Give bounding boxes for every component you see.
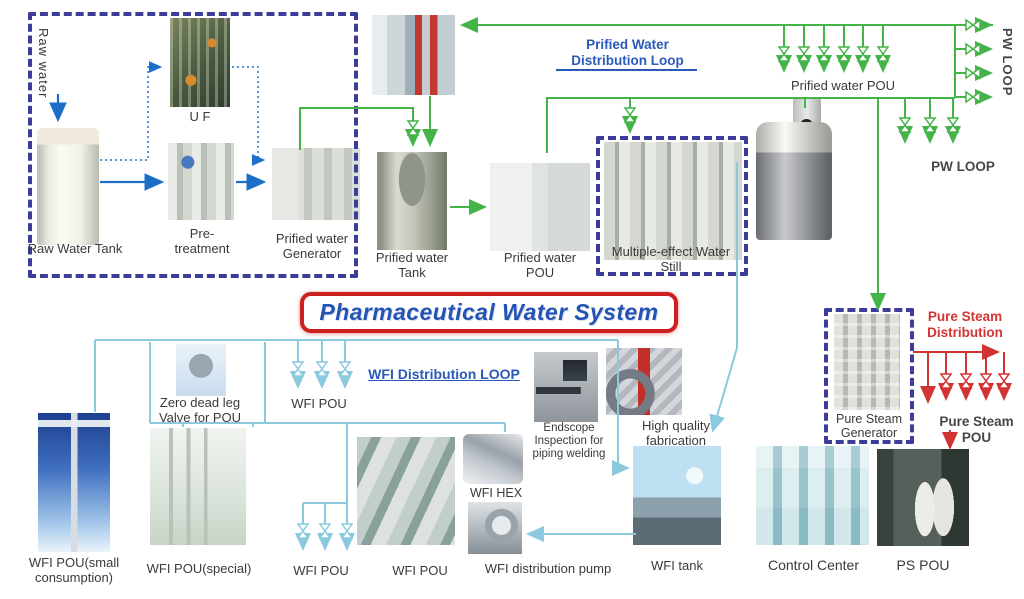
wfi-pou-mid-label: WFI POU: [293, 563, 349, 578]
distribution-piping-worker-photo: [372, 15, 455, 95]
ps-pou-room-label: PS POU: [896, 557, 950, 573]
zero-dead-leg-label: Zero dead leg Valve for POU: [158, 395, 242, 425]
pure-steam-pou-label: Pure Steam POU: [939, 414, 1014, 445]
control-center-photo: [756, 446, 869, 545]
pure-steam-valves: [940, 373, 1010, 389]
pre-treatment-photo: [168, 143, 234, 220]
wfi-pou-small-photo: [38, 413, 110, 552]
wfi-tank-label: WFI tank: [650, 558, 703, 573]
pure-steam-distribution-label: Pure Steam Distribution: [927, 309, 1003, 340]
welded-pipe-elbow-photo: [606, 348, 682, 415]
storage-tank-photo: [756, 122, 832, 240]
pw-pou-row-label: Prified water POU: [790, 78, 896, 93]
uf-photo: [170, 18, 230, 107]
diagram-title-box: Pharmaceutical Water System: [300, 292, 678, 333]
high-quality-label: High quality fabrication: [642, 418, 710, 448]
endoscope-label: Endscope Inspection for piping welding: [532, 422, 606, 461]
pw-pou-unit-label: Prified water POU: [503, 250, 577, 280]
pw-distribution-loop-caption: Prified Water Distribution Loop: [571, 37, 684, 68]
purified-water-generator-photo: [272, 148, 360, 220]
wfi-pump-label: WFI distribution pump: [484, 561, 612, 576]
pw-tank-label: Prified water Tank: [375, 250, 449, 280]
wfi-pou-special-label: WFI POU(special): [146, 561, 252, 576]
wfi-distribution-loop-caption: WFI Distribution LOOP: [368, 366, 520, 382]
purified-water-pou-photo: [490, 163, 590, 251]
pure-steam-generator-box: [824, 308, 914, 444]
wfi-hex-photo: [463, 434, 523, 484]
wfi-pou-ceiling-photo: [357, 437, 455, 545]
endoscope-inspection-photo: [534, 352, 598, 422]
purified-water-tank-photo: [377, 152, 447, 250]
wfi-valves: [292, 361, 353, 539]
wfi-tank-photo: [633, 446, 721, 545]
zero-dead-leg-valve-photo: [176, 344, 226, 396]
raw-water-tank-label: Raw Water Tank: [27, 241, 123, 256]
pure-steam-generator-label: Pure Steam Generator: [835, 412, 902, 441]
diagram-title: Pharmaceutical Water System: [319, 299, 659, 325]
pure-steam-generator-photo: [834, 314, 900, 410]
control-center-label: Control Center: [767, 557, 860, 573]
wfi-pou-ceiling-label: WFI POU: [392, 563, 448, 578]
raw-water-flow-label: Raw water: [36, 28, 51, 99]
wfi-distribution-pump-photo: [468, 502, 522, 554]
pw-loop-label: PW LOOP: [931, 159, 995, 174]
uf-label: U F: [189, 109, 211, 124]
pw-generator-label: Prified water Generator: [275, 231, 349, 261]
wfi-pou-special-photo: [150, 428, 246, 545]
me-still-label: Multiple-effect Water Still: [611, 244, 731, 274]
wfi-hex-label: WFI HEX: [469, 486, 523, 500]
wfi-pou-top-label: WFI POU: [291, 396, 347, 411]
raw-water-tank-photo: [37, 128, 99, 245]
ps-pou-photo: [877, 449, 969, 546]
wfi-pou-small-label: WFI POU(small consumption): [28, 555, 120, 585]
pre-treatment-label: Pre- treatment: [174, 226, 230, 256]
pw-loop-vertical-label: PW LOOP: [1000, 28, 1015, 97]
